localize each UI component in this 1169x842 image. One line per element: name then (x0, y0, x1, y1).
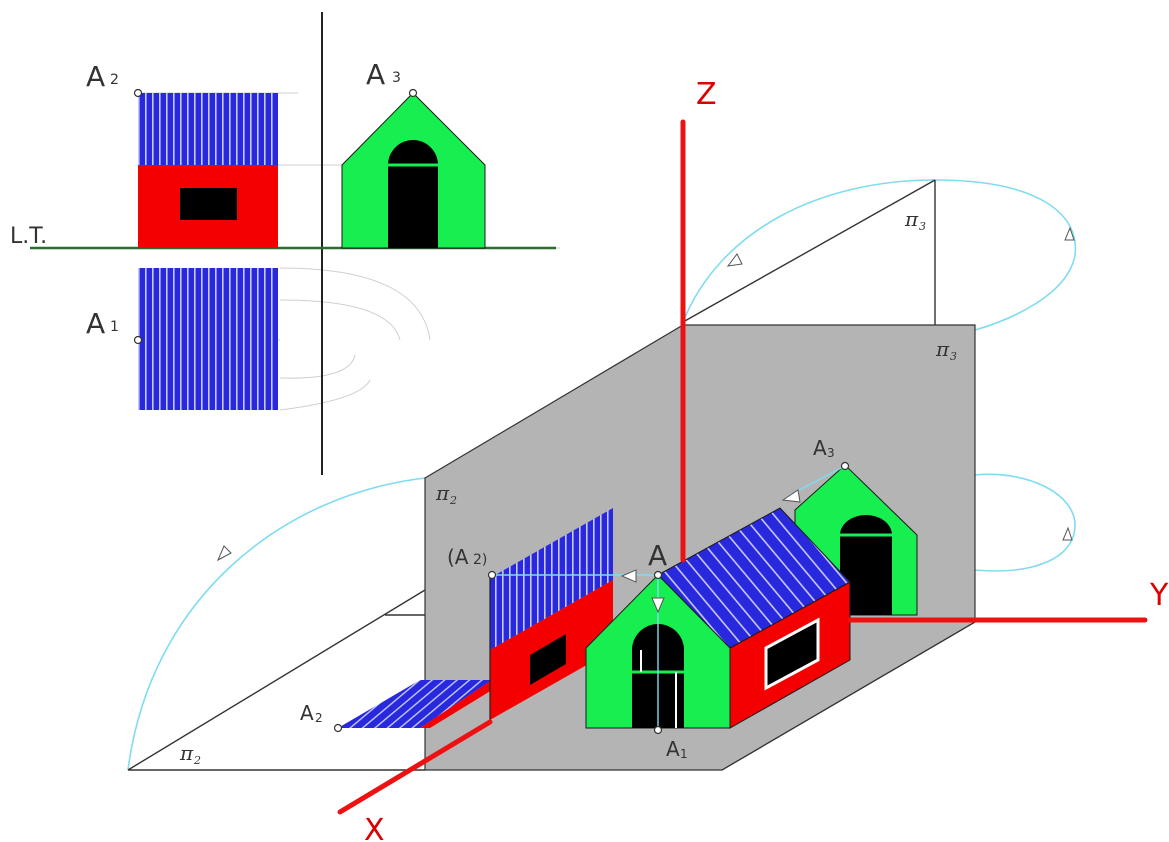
arrow-icon (651, 597, 665, 614)
label-pi2-wall-sub: 2 (449, 494, 457, 507)
label-a3: A (366, 58, 385, 91)
label-a2-floor: A (300, 701, 314, 725)
label-pi3-wall-sub: 3 (950, 350, 957, 363)
side-view-door (388, 140, 438, 248)
label-pi2-wall: π (435, 481, 450, 505)
point-a2 (133, 88, 143, 98)
front-view-window (180, 188, 237, 220)
point-a-iso (653, 570, 663, 580)
isometric-view: π 2 π 2 π 3 π 3 (127, 77, 1169, 842)
front-view (138, 93, 278, 248)
wall-projected-front (489, 508, 613, 720)
lt-label: L.T. (10, 224, 47, 249)
arrow-icon (620, 569, 637, 583)
point-a2-paren (487, 570, 497, 580)
floor-projected-roof (338, 680, 492, 728)
label-a1-sub: 1 (110, 319, 119, 335)
label-a-iso: A (648, 539, 667, 572)
label-a2-sub: 2 (110, 72, 119, 88)
house-side-window (764, 617, 820, 691)
arc-left (127, 477, 426, 771)
top-view-roof (138, 268, 278, 410)
point-a2-floor (333, 723, 343, 733)
arrow-icon (216, 545, 232, 562)
label-a3-sub: 3 (392, 70, 401, 86)
axis-x (337, 719, 493, 815)
point-a1 (133, 335, 143, 345)
label-a3-iso: A (813, 436, 827, 460)
label-a2-floor-sub: 2 (315, 711, 323, 725)
axes (337, 119, 1148, 815)
point-a3 (408, 88, 418, 98)
point-a3-iso (840, 461, 850, 471)
label-pi2-floor: π (179, 741, 194, 765)
side-view (341, 92, 486, 249)
axis-y-label: Y (1149, 578, 1169, 613)
front-view-roof (138, 93, 278, 165)
arrow-icon (781, 489, 801, 503)
arrow-icon (1064, 226, 1075, 241)
axis-z-label: Z (696, 77, 717, 112)
profile-plane-wireframe (682, 179, 936, 325)
arrow-icon (1062, 526, 1073, 541)
floor-plane (127, 589, 426, 771)
label-a2-paren: (A (447, 545, 469, 569)
label-a1-iso-sub: 1 (680, 747, 688, 761)
rotation-arcs (127, 179, 1077, 771)
arc-top (682, 179, 1077, 331)
axis-x-label: X (364, 813, 385, 842)
arc-arrowheads (216, 226, 1075, 562)
label-pi3-arc-sub: 3 (919, 220, 926, 233)
label-a2: A (86, 60, 105, 93)
label-pi2-floor-sub: 2 (193, 754, 201, 767)
wall-projected-window (530, 634, 566, 685)
orthographic-views: L.T. A 2 A 3 A 1 (10, 12, 560, 475)
label-a3-iso-sub: 3 (827, 446, 835, 460)
arrow-icon (726, 253, 743, 267)
projection-ray-a3 (789, 465, 846, 496)
label-a1-iso: A (666, 737, 680, 761)
label-pi3-arc: π (904, 207, 919, 231)
profile-door (840, 515, 892, 615)
arc-right (974, 473, 1076, 572)
label-a1: A (86, 307, 105, 340)
point-a1-iso (653, 725, 663, 735)
wall-projected-roof (490, 508, 613, 650)
label-a2-paren-sub: 2) (473, 552, 487, 568)
label-pi3-wall: π (935, 337, 950, 361)
